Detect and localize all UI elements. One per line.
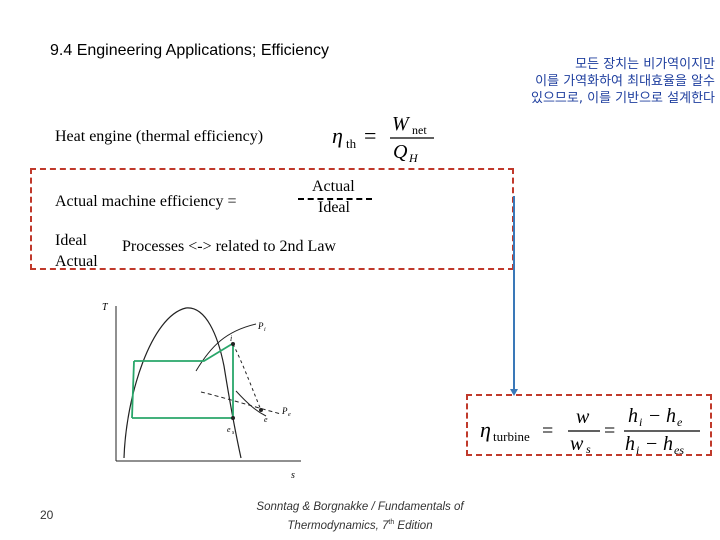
turbine-efficiency-equation: η turbine = w w s = h i − h e h i − h es: [480, 405, 700, 454]
eta-subscript: turbine: [493, 429, 530, 444]
denominator-sub: s: [586, 442, 591, 454]
thermal-efficiency-equation: η th = W net Q H: [332, 113, 434, 164]
pressure-line-pe-dashed: [200, 391, 282, 415]
denominator-sub: H: [408, 151, 419, 164]
eta-symbol: η: [332, 123, 343, 148]
korean-note-line: 이를 가역화하여 최대효율을 알수: [535, 74, 715, 89]
denominator-w: w: [570, 433, 584, 454]
num-h2: h: [666, 405, 676, 427]
point-e: [259, 408, 263, 412]
num-i-sub: i: [639, 415, 642, 429]
actual-expansion: [232, 343, 262, 411]
label-e: e: [264, 415, 268, 424]
processes-label: Processes <-> related to 2nd Law: [122, 238, 336, 255]
cycle-left: [131, 360, 135, 419]
eta-subscript: th: [346, 136, 357, 151]
numerator-w: w: [576, 406, 590, 428]
den-i-sub: i: [636, 443, 639, 454]
citation-text-3: Edition: [394, 519, 433, 532]
den-minus: −: [646, 433, 657, 454]
num-e-sub: e: [677, 415, 683, 429]
label-pe-sub: e: [288, 412, 291, 418]
arrow-head: [510, 389, 518, 396]
label-pe: P: [281, 406, 288, 416]
s-axis-label: s: [291, 470, 295, 481]
cycle-top: [134, 343, 233, 362]
numerator-w: W: [392, 113, 411, 135]
citation-text-1: Sonntag & Borgnakke / Fundamentals of: [256, 501, 464, 513]
pressure-line-pe: [235, 390, 267, 417]
den-h: h: [625, 433, 635, 454]
denominator-q: Q: [393, 141, 408, 163]
korean-note: 모든 장치는 비가역이지만 이를 가역화하여 최대효율을 알수 있으므로, 이를…: [470, 56, 715, 107]
numerator-sub: net: [412, 123, 427, 137]
eta-symbol: η: [480, 417, 491, 442]
den-h2: h: [663, 433, 673, 454]
ideal-label: Ideal: [55, 232, 87, 249]
citation: Sonntag & Borgnakke / Fundamentals of Th…: [230, 500, 490, 534]
turbine-box: [466, 394, 712, 456]
label-pi-sub: i: [264, 327, 266, 333]
point-es: [231, 416, 235, 420]
equals-sign: =: [542, 420, 553, 442]
ts-diagram: T s i e s e P i P e: [102, 302, 301, 481]
t-axis-label: T: [102, 302, 109, 313]
citation-sup: th: [388, 519, 395, 526]
fraction-divider: [298, 198, 372, 200]
page-number: 20: [40, 508, 54, 522]
saturation-dome: [123, 307, 242, 459]
point-i: [231, 342, 235, 346]
num-h: h: [628, 405, 638, 427]
num-minus: −: [649, 405, 660, 427]
label-es: e: [227, 425, 231, 434]
fraction-denominator: Ideal: [318, 199, 350, 216]
den-es-sub: es: [674, 443, 684, 454]
equals-sign: =: [364, 123, 376, 148]
label-es-sub: s: [232, 430, 235, 436]
label-i: i: [230, 334, 232, 343]
page-title: 9.4 Engineering Applications; Efficiency: [50, 42, 329, 59]
heat-engine-label: Heat engine (thermal efficiency): [55, 128, 264, 145]
korean-note-line: 있으므로, 이를 기반으로 설계한다: [531, 91, 715, 106]
pressure-line-pi: [195, 323, 257, 372]
korean-note-line: 모든 장치는 비가역이지만: [575, 57, 715, 72]
citation-line: Thermodynamics, 7th Edition: [230, 515, 490, 534]
citation-line: Sonntag & Borgnakke / Fundamentals of: [230, 500, 490, 515]
actual-machine-label: Actual machine efficiency =: [55, 193, 237, 210]
equals-sign-2: =: [604, 420, 615, 442]
fraction-numerator: Actual: [312, 178, 355, 195]
actual-label: Actual: [55, 253, 98, 270]
citation-text-2: Thermodynamics, 7: [287, 519, 389, 532]
label-pi: P: [257, 321, 264, 331]
